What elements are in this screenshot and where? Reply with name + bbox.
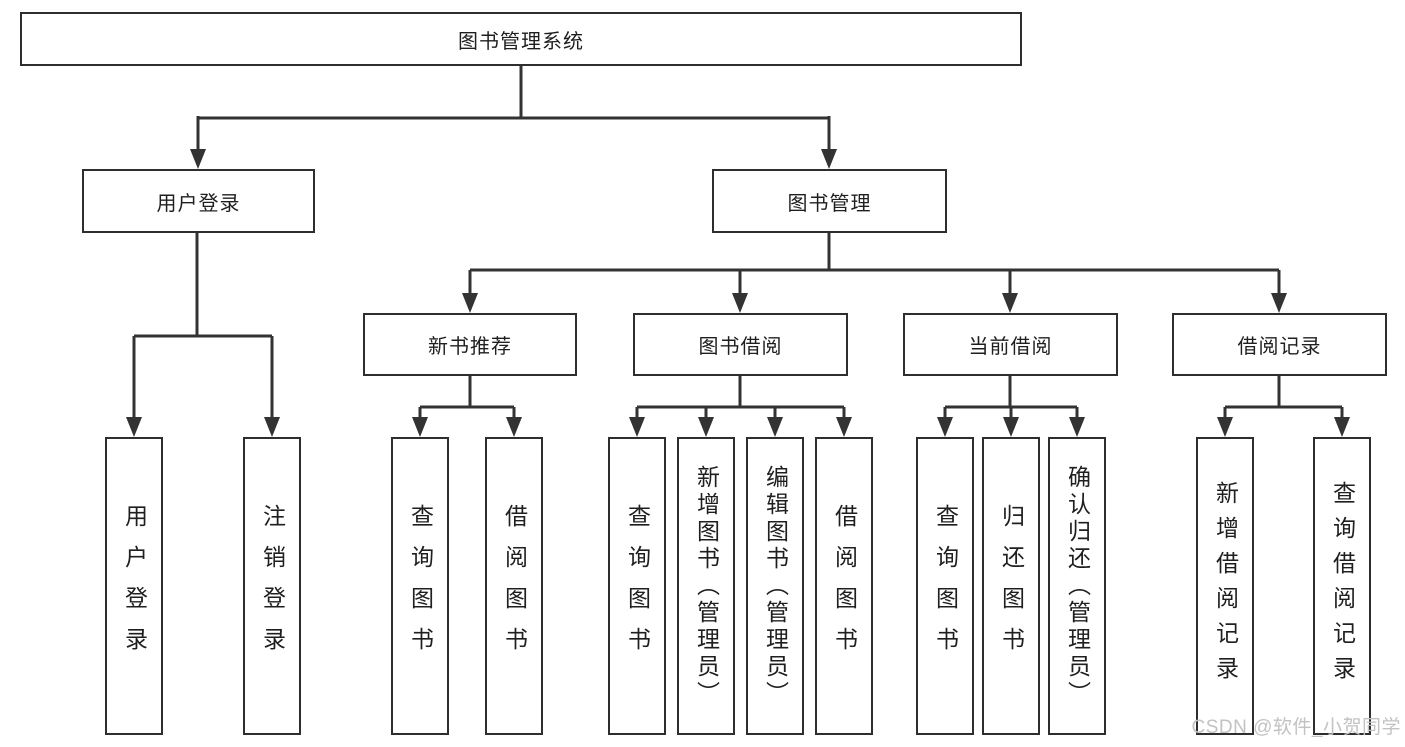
leaf-borrow-books-2: 借阅图书	[815, 437, 873, 735]
node-book-management-label: 图书管理	[787, 192, 872, 215]
node-book-borrow: 图书借阅	[633, 313, 848, 376]
leaf-query-books-1-label: 查询图书	[407, 504, 434, 668]
leaf-query-books-3: 查询图书	[916, 437, 974, 735]
leaf-query-borrow-record-label: 查询借阅记录	[1329, 481, 1356, 691]
node-borrow-record-label: 借阅记录	[1237, 336, 1322, 358]
leaf-confirm-return-admin: 确认归还（管理员）	[1048, 437, 1106, 735]
node-current-borrow-label: 当前借阅	[968, 336, 1053, 358]
leaf-query-books-1: 查询图书	[391, 437, 449, 735]
leaf-return-books-label: 归还图书	[998, 504, 1025, 668]
leaf-confirm-return-admin-label: 确认归还（管理员）	[1064, 464, 1091, 708]
node-user-login-label: 用户登录	[156, 192, 241, 215]
arrowhead-icons	[126, 149, 1350, 437]
leaf-add-borrow-record: 新增借阅记录	[1196, 437, 1254, 735]
node-user-login: 用户登录	[82, 169, 315, 233]
node-root-label: 图书管理系统	[458, 30, 584, 53]
node-new-book-recommend-label: 新书推荐	[428, 336, 512, 358]
leaf-query-books-2-label: 查询图书	[624, 504, 651, 668]
leaf-borrow-books-2-label: 借阅图书	[831, 504, 858, 668]
node-root-system: 图书管理系统	[20, 12, 1022, 66]
leaf-add-books-admin: 新增图书（管理员）	[677, 437, 735, 735]
leaf-add-borrow-record-label: 新增借阅记录	[1212, 481, 1239, 691]
watermark: CSDN @软件_小贺同学	[1191, 717, 1401, 738]
leaf-query-borrow-record: 查询借阅记录	[1313, 437, 1371, 735]
leaf-logout: 注销登录	[243, 437, 301, 735]
leaf-borrow-books-1-label: 借阅图书	[501, 504, 528, 668]
leaf-user-login-label: 用户登录	[121, 504, 148, 668]
leaf-add-books-admin-label: 新增图书（管理员）	[693, 464, 720, 708]
leaf-edit-books-admin: 编辑图书（管理员）	[746, 437, 804, 735]
node-new-book-recommend: 新书推荐	[363, 313, 577, 376]
node-book-management: 图书管理	[712, 169, 947, 233]
leaf-user-login: 用户登录	[105, 437, 163, 735]
node-current-borrow: 当前借阅	[903, 313, 1118, 376]
leaf-edit-books-admin-label: 编辑图书（管理员）	[762, 464, 789, 708]
leaf-query-books-3-label: 查询图书	[932, 504, 959, 668]
leaf-return-books: 归还图书	[982, 437, 1040, 735]
leaf-borrow-books-1: 借阅图书	[485, 437, 543, 735]
leaf-logout-label: 注销登录	[259, 504, 286, 668]
node-book-borrow-label: 图书借阅	[698, 336, 783, 358]
node-borrow-record: 借阅记录	[1172, 313, 1387, 376]
leaf-query-books-2: 查询图书	[608, 437, 666, 735]
